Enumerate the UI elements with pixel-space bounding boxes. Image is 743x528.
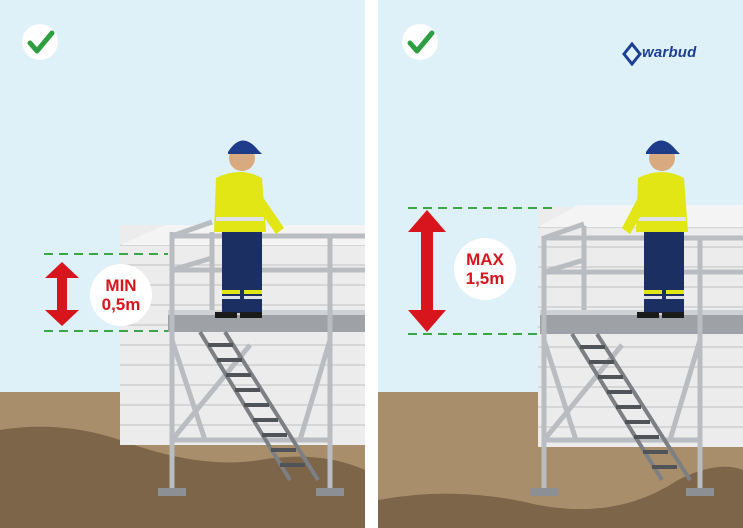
max-label-line2: 1,5m xyxy=(465,269,505,288)
min-height-arrow xyxy=(45,262,79,326)
max-label-line1: MAX xyxy=(466,250,504,269)
check-icon xyxy=(22,24,58,60)
max-height-arrow xyxy=(408,210,446,332)
brand-name: warbud xyxy=(642,44,697,61)
left-illustration xyxy=(0,0,365,528)
min-label-line2: 0,5m xyxy=(101,295,141,314)
panel-divider xyxy=(365,0,378,528)
left-panel: MIN 0,5m xyxy=(0,0,365,528)
check-icon xyxy=(402,24,438,60)
worker-figure xyxy=(622,140,688,318)
right-panel: MAX 1,5m xyxy=(378,0,743,528)
min-height-label: MIN 0,5m xyxy=(90,264,152,326)
max-height-label: MAX 1,5m xyxy=(454,238,516,300)
brand-logo: warbud xyxy=(622,40,706,68)
worker-figure xyxy=(214,140,284,318)
min-label-line1: MIN xyxy=(105,276,137,295)
right-illustration xyxy=(378,0,743,528)
warbud-logo-icon xyxy=(622,42,642,66)
